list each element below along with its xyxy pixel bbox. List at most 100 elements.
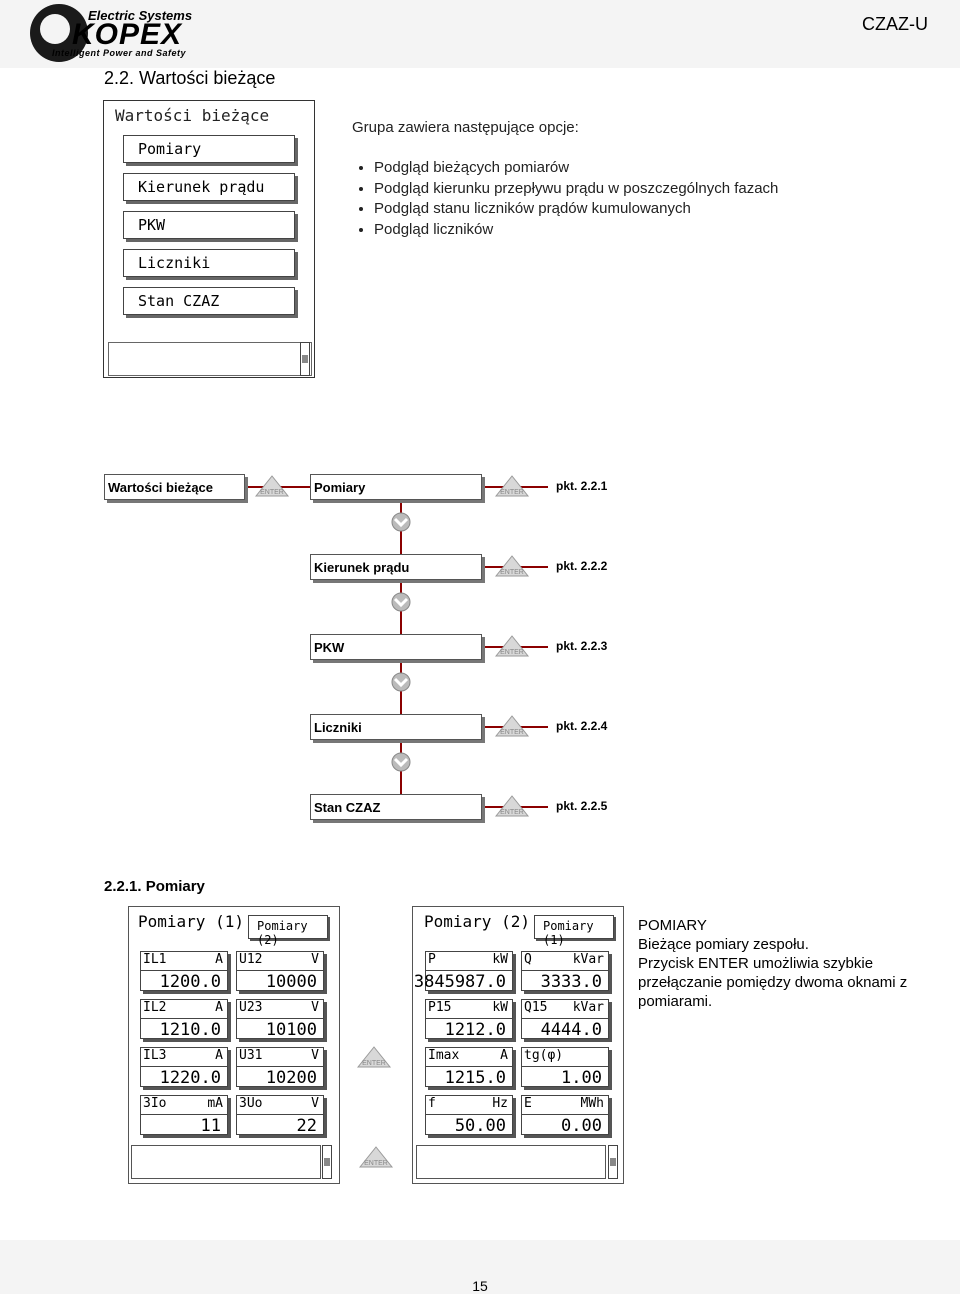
scrollbar[interactable] xyxy=(608,1145,618,1179)
measurement-value: 10000 xyxy=(265,972,317,992)
section-title: 2.2. Wartości bieżące xyxy=(104,68,276,88)
menu-item-stan-czaz[interactable]: Stan CZAZ xyxy=(123,287,295,315)
enter-key-icon: ENTER xyxy=(354,1045,394,1069)
nav-item-kierunek-pradu[interactable]: Kierunek prądu xyxy=(310,554,482,580)
message-box xyxy=(108,342,312,376)
menu-item-kierunek-pradu[interactable]: Kierunek prądu xyxy=(123,173,295,201)
measurement-unit: V xyxy=(311,1048,319,1063)
measurement-unit: V xyxy=(311,1000,319,1015)
measurement-value: 1212.0 xyxy=(444,1020,506,1040)
chevron-down-icon xyxy=(391,592,411,612)
measurement-name: E xyxy=(524,1096,532,1111)
screen-1-title: Pomiary (1) xyxy=(138,912,244,931)
description-options: Podgląd bieżących pomiarów Podgląd kieru… xyxy=(352,158,822,240)
logo-sub-text: Intelligent Power and Safety xyxy=(52,48,187,58)
measurement-unit: A xyxy=(215,1048,223,1063)
cell-divider xyxy=(237,1114,323,1115)
info-line-2: Przycisk ENTER umożliwia szybkie przełąc… xyxy=(638,955,908,1010)
measurement-unit: V xyxy=(311,1096,319,1111)
menu-item-pkw[interactable]: PKW xyxy=(123,211,295,239)
pkt-ref: pkt. 2.2.5 xyxy=(556,799,608,813)
svg-text:ENTER: ENTER xyxy=(500,649,524,656)
pomiary-screen-1 xyxy=(128,906,340,1184)
menu-item-liczniki[interactable]: Liczniki xyxy=(123,249,295,277)
scrollbar[interactable] xyxy=(300,342,310,376)
chevron-down-icon xyxy=(391,752,411,772)
measurement-name: Q xyxy=(524,952,532,967)
menu-screen-title: Wartości bieżące xyxy=(115,106,270,125)
svg-text:ENTER: ENTER xyxy=(500,489,524,496)
info-line-1: Bieżące pomiary zespołu. xyxy=(638,936,809,953)
measurement-value: 3333.0 xyxy=(540,972,602,992)
logo-top-text: Electric Systems xyxy=(88,8,193,23)
nav-item-pomiary[interactable]: Pomiary xyxy=(310,474,482,500)
measurement-unit: A xyxy=(215,952,223,967)
measurement-value: 10100 xyxy=(265,1020,317,1040)
measurement-value: 1220.0 xyxy=(159,1068,221,1088)
measurement-name: IL2 xyxy=(143,1000,167,1015)
nav-root-wartosci-biezace[interactable]: Wartości bieżące xyxy=(104,474,245,500)
screen-2-title: Pomiary (2) xyxy=(424,912,530,931)
nav-item-liczniki[interactable]: Liczniki xyxy=(310,714,482,740)
nav-item-pkw[interactable]: PKW xyxy=(310,634,482,660)
measurement-unit: kVar xyxy=(572,952,604,967)
measurement-name: Imax xyxy=(428,1048,460,1063)
screen-1-message-box xyxy=(131,1145,321,1179)
measurement-value: 1200.0 xyxy=(159,972,221,992)
cell-divider xyxy=(141,1018,227,1019)
measurement-value: 1.00 xyxy=(561,1068,602,1088)
scrollbar[interactable] xyxy=(322,1145,332,1179)
cell-divider xyxy=(426,1114,512,1115)
switch-to-pomiary-2-button[interactable]: Pomiary (2) xyxy=(248,915,328,947)
cell-divider xyxy=(522,1114,608,1115)
chevron-down-icon xyxy=(391,672,411,692)
cell-divider xyxy=(141,970,227,971)
enter-key-icon: ENTER xyxy=(492,634,532,658)
pkt-ref: pkt. 2.2.4 xyxy=(556,719,608,733)
switch-to-pomiary-1-button[interactable]: Pomiary (1) xyxy=(534,915,614,947)
nav-item-stan-czaz[interactable]: Stan CZAZ xyxy=(310,794,482,820)
enter-key-icon: ENTER xyxy=(252,474,292,498)
subsection-title: 2.2.1. Pomiary xyxy=(104,878,205,895)
enter-key-icon: ENTER xyxy=(492,794,532,818)
measurement-unit: A xyxy=(500,1048,508,1063)
cell-divider xyxy=(237,1018,323,1019)
measurement-value: 11 xyxy=(200,1116,221,1136)
option-item: Podgląd stanu liczników prądów kumulowan… xyxy=(374,199,822,220)
cell-divider xyxy=(426,970,512,971)
svg-text:ENTER: ENTER xyxy=(500,809,524,816)
measurement-cell: U23 V 10100 xyxy=(236,999,324,1040)
cell-divider xyxy=(426,1066,512,1067)
option-item: Podgląd liczników xyxy=(374,220,822,241)
measurement-value: 50.00 xyxy=(454,1116,506,1136)
menu-item-pomiary[interactable]: Pomiary xyxy=(123,135,295,163)
measurement-unit: kW xyxy=(492,1000,508,1015)
info-heading: POMIARY xyxy=(638,917,707,934)
svg-text:ENTER: ENTER xyxy=(500,729,524,736)
svg-text:ENTER: ENTER xyxy=(362,1060,386,1067)
measurement-name: U31 xyxy=(239,1048,263,1063)
measurement-name: U23 xyxy=(239,1000,263,1015)
option-item: Podgląd kierunku przepływu prądu w poszc… xyxy=(374,179,822,200)
measurement-name: 3Uo xyxy=(239,1096,263,1111)
measurement-unit: MWh xyxy=(580,1096,604,1111)
logo-ring xyxy=(40,14,70,44)
svg-text:ENTER: ENTER xyxy=(364,1160,388,1167)
measurement-unit: mA xyxy=(207,1096,223,1111)
cell-divider xyxy=(237,970,323,971)
measurement-value: 0.00 xyxy=(561,1116,602,1136)
measurement-value: 1215.0 xyxy=(444,1068,506,1088)
header-band xyxy=(0,0,960,68)
measurement-value: 4444.0 xyxy=(540,1020,602,1040)
measurement-unit: V xyxy=(311,952,319,967)
